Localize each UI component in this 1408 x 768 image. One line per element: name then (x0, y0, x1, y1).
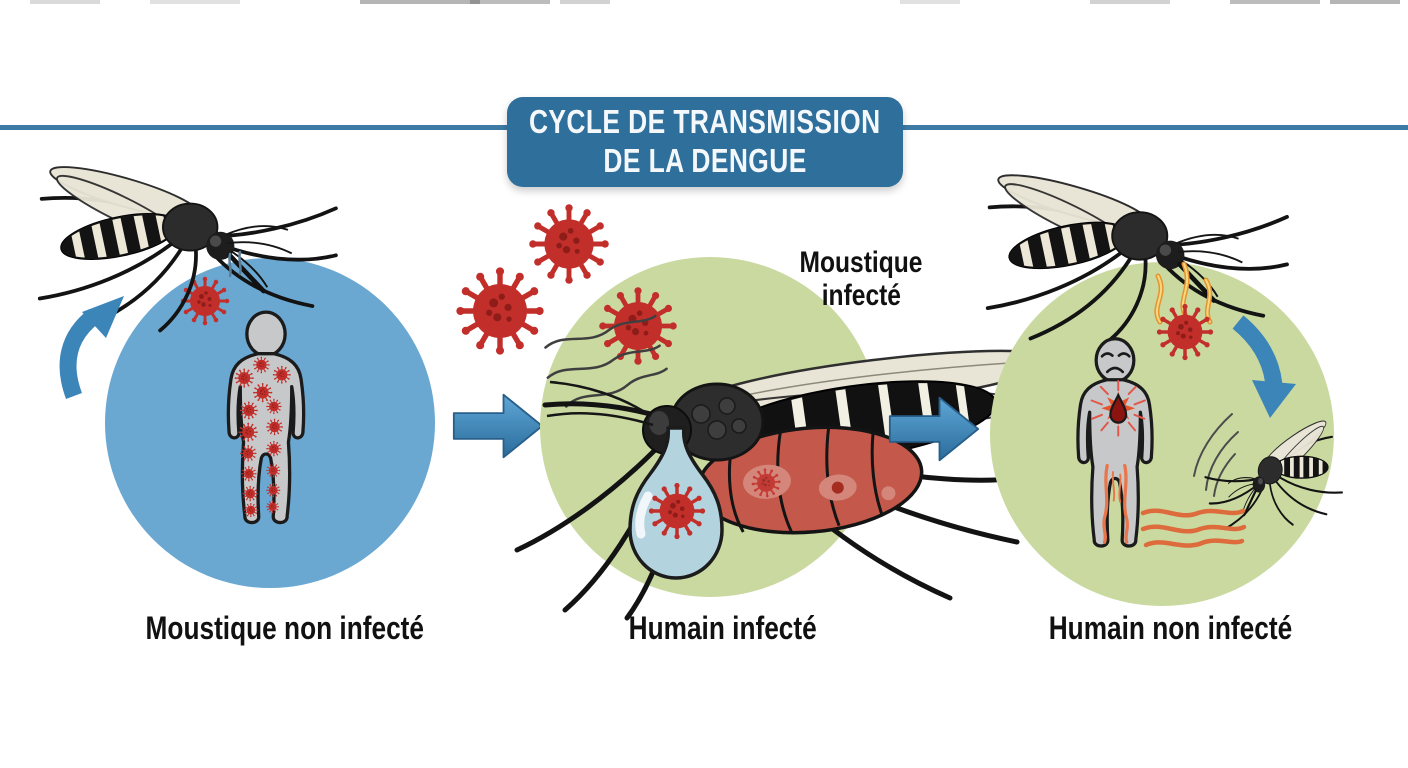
scent-lines-icon (1193, 413, 1239, 497)
infected-mosquito-annotation: Moustique infecté (799, 246, 923, 312)
irritation-squiggles-icon (1140, 508, 1247, 548)
blood-droplet-icon (628, 426, 724, 580)
mosquito-feeding-icon (514, 349, 1057, 621)
sick-human-figure-icon (1050, 286, 1180, 606)
title-line-2: DE LA DENGUE (603, 142, 807, 179)
curved-up-arrow-icon (59, 296, 124, 399)
stage1-label: Moustique non infecté (145, 610, 424, 646)
scent-lines-icon (544, 314, 668, 408)
stage2-label: Humain infecté (628, 610, 818, 646)
vein-lines-icon (1102, 463, 1130, 544)
bite-marks-icon (228, 250, 242, 278)
title-banner: CYCLE DE TRANSMISSION DE LA DENGUE (507, 97, 903, 187)
stage3-label: Humain non infecté (1048, 610, 1292, 646)
sad-face (1100, 352, 1131, 374)
curved-down-arrow-icon (1232, 315, 1296, 418)
chest-pain-icon (1090, 380, 1146, 437)
right-arrow-icon (888, 390, 980, 468)
title-line-1: CYCLE DE TRANSMISSION (529, 103, 881, 141)
